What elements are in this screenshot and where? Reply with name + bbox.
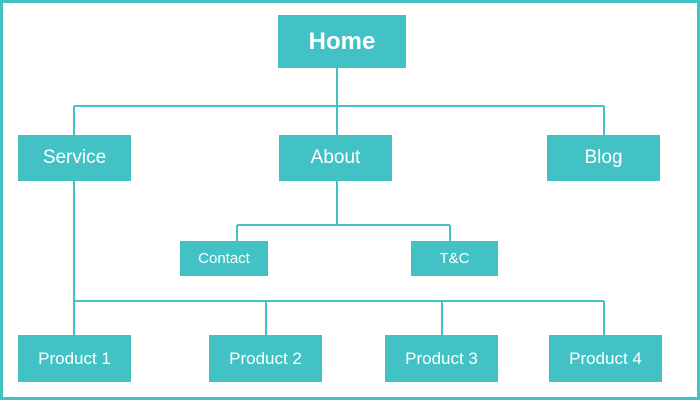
node-contact: Contact	[180, 241, 268, 276]
node-home: Home	[278, 15, 406, 68]
node-blog: Blog	[547, 135, 660, 181]
node-product-1: Product 1	[18, 335, 131, 382]
edge-service-products	[73, 181, 605, 335]
node-product-3: Product 3	[385, 335, 498, 382]
node-service: Service	[18, 135, 131, 181]
node-product-2: Product 2	[209, 335, 322, 382]
edge-home-level1	[73, 68, 605, 135]
node-about: About	[279, 135, 392, 181]
edge-about-children	[236, 181, 451, 241]
node-product-4: Product 4	[549, 335, 662, 382]
node-tc: T&C	[411, 241, 498, 276]
connector-lines	[73, 68, 605, 335]
